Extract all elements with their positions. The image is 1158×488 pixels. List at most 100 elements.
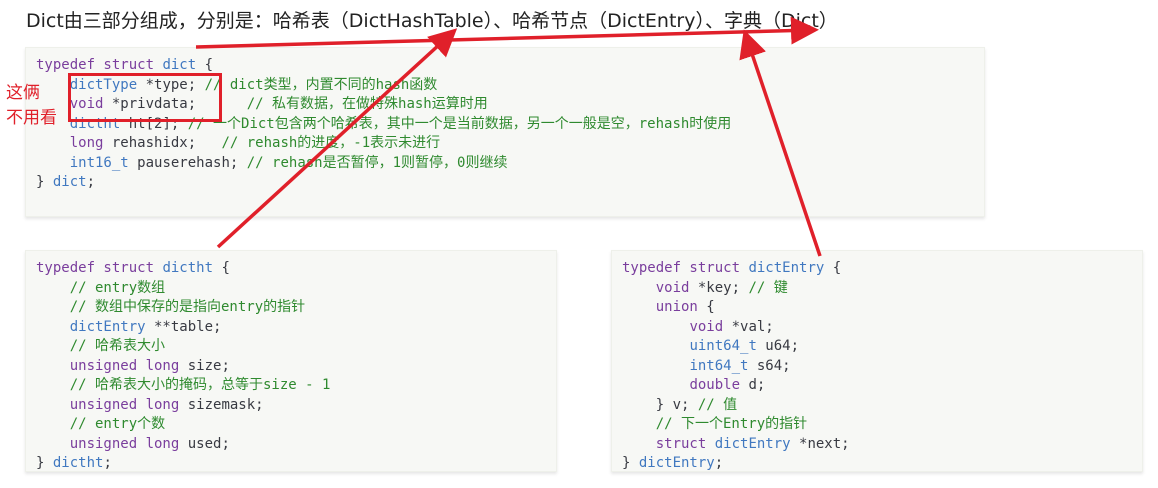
code-token: pauserehash;: [128, 154, 247, 171]
code-token: unsigned long: [69, 435, 180, 452]
code-token: ;: [103, 455, 112, 471]
code-line: // 数组中保存的是指向entry的指针: [36, 298, 305, 318]
code-token: dict: [52, 174, 87, 190]
code-token: dictEntry: [69, 318, 146, 335]
code-token: *next;: [790, 435, 850, 452]
code-token: // rehash是否暂停，1则暂停，0则继续: [246, 154, 508, 171]
code-token: *type;: [137, 76, 205, 93]
code-token: **table;: [145, 318, 222, 335]
code-line: int16_t pauserehash; // rehash是否暂停，1则暂停，…: [36, 154, 508, 174]
code-token: typedef struct: [36, 57, 163, 73]
code-token: [36, 416, 70, 432]
code-token: dictType: [69, 76, 138, 93]
code-token: [36, 358, 70, 374]
code-line: uint64_t u64;: [622, 337, 799, 357]
code-token: // 数组中保存的是指向entry的指针: [69, 299, 306, 315]
code-line: // entry个数: [36, 415, 165, 435]
code-token: // 键: [748, 279, 788, 296]
code-line: double d;: [622, 376, 765, 396]
code-token: {: [213, 260, 230, 276]
code-token: dict: [162, 57, 197, 73]
code-token: [622, 338, 689, 354]
annotation-line-2: 不用看: [6, 108, 57, 128]
code-token: [36, 280, 70, 296]
code-line: typedef struct dict {: [36, 56, 213, 76]
code-token: // 值: [697, 396, 738, 413]
code-token: size;: [179, 357, 230, 374]
code-token: [36, 77, 70, 93]
code-token: }: [36, 174, 53, 190]
code-token: } v;: [622, 396, 698, 413]
code-token: [622, 299, 656, 315]
code-token: // 哈希表大小: [69, 338, 166, 354]
code-token: [36, 377, 70, 393]
code-token: // dict类型，内置不同的hash函数: [204, 76, 438, 93]
code-token: *privdata;: [103, 96, 247, 112]
code-token: rehashidx;: [103, 135, 222, 151]
code-token: dictht: [52, 455, 104, 471]
code-token: // entry个数: [69, 416, 166, 432]
code-line: unsigned long size;: [36, 357, 230, 377]
code-token: void: [655, 279, 690, 296]
code-line: int64_t s64;: [622, 357, 791, 377]
code-line: typedef struct dictEntry {: [622, 259, 841, 279]
code-line: // 下一个Entry的指针: [622, 415, 807, 435]
code-token: [622, 416, 656, 432]
code-token: [36, 338, 70, 354]
code-token: long: [69, 135, 104, 151]
code-token: void: [69, 96, 104, 112]
code-line: } dictht;: [36, 454, 112, 474]
code-token: used;: [179, 435, 230, 452]
code-token: unsigned long: [69, 357, 180, 374]
code-token: {: [196, 57, 214, 73]
code-token: d;: [740, 377, 766, 393]
code-line: void *val;: [622, 318, 774, 338]
code-token: double: [689, 377, 741, 393]
code-token: s64;: [748, 357, 791, 374]
code-line: } dict;: [36, 173, 95, 193]
code-token: union: [655, 299, 698, 315]
code-token: // rehash的进度，-1表示未进行: [221, 135, 441, 151]
code-token: ;: [86, 174, 96, 190]
code-line: } v; // 值: [622, 396, 737, 416]
code-token: }: [36, 455, 53, 471]
code-block-dictentry: typedef struct dictEntry { void *key; //…: [611, 250, 1143, 472]
code-token: {: [697, 299, 715, 315]
code-token: dictht: [162, 260, 214, 276]
code-token: [36, 397, 70, 413]
code-line: dictEntry **table;: [36, 318, 222, 338]
code-token: // 下一个Entry的指针: [655, 416, 808, 432]
code-token: [622, 436, 656, 452]
code-line: // 哈希表大小的掩码，总等于size - 1: [36, 376, 331, 396]
code-line: // entry数组: [36, 279, 165, 299]
code-token: // 一个Dict包含两个哈希表，其中一个是当前数据，另一个一般是空，rehas…: [187, 115, 732, 132]
code-token: *key;: [689, 279, 749, 296]
annotation-line-1: 这俩: [6, 83, 40, 103]
code-token: // 哈希表大小的掩码，总等于size - 1: [69, 377, 331, 393]
code-token: int16_t: [69, 154, 129, 171]
code-token: [36, 299, 70, 315]
code-token: sizemask;: [179, 396, 264, 413]
code-token: [36, 436, 70, 452]
code-token: [622, 377, 689, 393]
code-token: dictEntry: [638, 455, 715, 471]
highlight-box: [68, 73, 222, 122]
code-token: void: [689, 318, 724, 335]
code-token: *val;: [723, 318, 774, 335]
code-token: [706, 436, 714, 452]
page-heading: Dict由三部分组成，分别是：哈希表（DictHashTable）、哈希节点（D…: [26, 10, 838, 32]
code-token: [622, 280, 656, 296]
code-block-dictht: typedef struct dictht { // entry数组 // 数组…: [25, 250, 557, 472]
code-line: unsigned long sizemask;: [36, 396, 264, 416]
code-line: struct dictEntry *next;: [622, 435, 850, 455]
code-line: unsigned long used;: [36, 435, 230, 455]
code-token: typedef struct: [36, 260, 163, 276]
code-token: typedef struct: [622, 260, 749, 276]
code-line: } dictEntry;: [622, 454, 723, 474]
code-token: [622, 319, 689, 335]
code-token: }: [622, 455, 639, 471]
code-line: void *key; // 键: [622, 279, 788, 299]
code-line: typedef struct dictht {: [36, 259, 230, 279]
code-token: [622, 358, 689, 374]
code-token: [36, 155, 70, 171]
